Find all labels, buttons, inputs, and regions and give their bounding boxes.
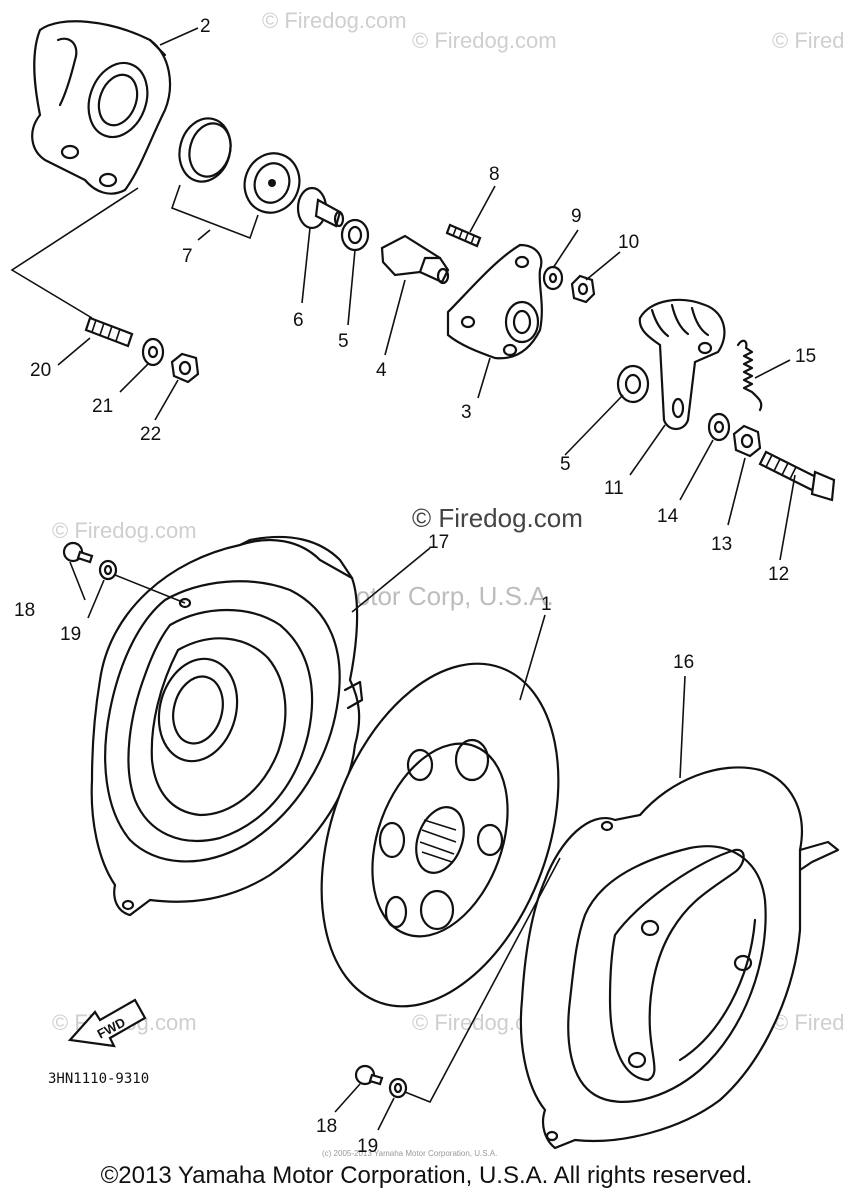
callout-13: 13 — [711, 534, 732, 555]
part-3-plate — [446, 243, 543, 360]
part-19-upper-washer — [98, 559, 118, 581]
callout-20: 20 — [30, 360, 51, 381]
part-13-nut — [732, 424, 762, 458]
part-10-nut — [570, 274, 596, 304]
watermark-mid-left: © Firedog.com — [52, 518, 197, 543]
leader-bracket-to-stud — [10, 187, 139, 319]
watermarks: © Firedog.com © Firedog.com © Fired © Fi… — [52, 8, 844, 1158]
part-5-upper-washer — [340, 218, 370, 252]
callout-8: 8 — [489, 164, 500, 185]
watermark-top-center: © Firedog.com — [412, 28, 557, 53]
part-5-lower-washer — [616, 364, 650, 404]
callout-1: 1 — [541, 594, 552, 615]
part-12-bolt — [758, 450, 836, 502]
part-19-lower-washer — [388, 1077, 408, 1099]
part-7-seal-kit — [170, 117, 301, 240]
callout-numbers: 2 7 6 5 4 8 3 9 10 15 5 11 14 13 12 20 2… — [14, 16, 816, 1157]
callout-18-lower: 18 — [316, 1116, 337, 1137]
part-15-spring — [736, 339, 763, 412]
part-18-upper-bolt — [62, 541, 94, 564]
part-8-stud — [445, 223, 482, 248]
callout-3: 3 — [461, 402, 472, 423]
part-17-cover — [90, 535, 364, 917]
callout-22: 22 — [140, 424, 161, 445]
callout-6: 6 — [293, 310, 304, 331]
callout-5-upper: 5 — [338, 331, 349, 352]
callout-12: 12 — [768, 564, 789, 585]
callout-5-lower: 5 — [560, 454, 571, 475]
callout-9: 9 — [571, 206, 582, 227]
part-14-washer — [707, 412, 731, 442]
callout-11: 11 — [604, 478, 624, 499]
callout-10: 10 — [618, 232, 639, 253]
part-4-cam — [380, 234, 450, 285]
part-18-lower-bolt — [354, 1064, 384, 1086]
part-20-stud — [84, 316, 134, 348]
part-2-bracket — [31, 20, 172, 195]
callout-15: 15 — [795, 346, 816, 367]
callout-19-upper: 19 — [60, 624, 81, 645]
watermark-tiny-notice: (c) 2005-2013 Yamaha Motor Corporation, … — [322, 1149, 497, 1158]
leader-lower-bolt — [404, 857, 561, 1104]
callout-19-lower: 19 — [357, 1136, 378, 1157]
callout-7: 7 — [182, 246, 193, 267]
part-1-disc — [320, 662, 560, 1008]
callout-17: 17 — [428, 532, 449, 553]
callout-leaders — [57, 27, 796, 1131]
callout-14: 14 — [657, 506, 679, 527]
callout-4: 4 — [376, 360, 387, 381]
part-6-shaft — [296, 186, 345, 230]
watermark-mid-center: © Firedog.com — [412, 503, 583, 533]
callout-18-upper: 18 — [14, 600, 35, 621]
part-22-nut — [170, 352, 200, 384]
watermark-top-left: © Firedog.com — [262, 8, 407, 33]
callout-21: 21 — [92, 396, 113, 417]
watermark-bottom-right: © Fired — [772, 1010, 844, 1035]
copyright-notice: ©2013 Yamaha Motor Corporation, U.S.A. A… — [100, 1162, 753, 1189]
watermark-top-right: © Fired — [772, 28, 844, 53]
callout-16: 16 — [673, 652, 694, 673]
part-21-washer — [141, 337, 165, 367]
part-9-washer — [542, 265, 564, 291]
callout-2: 2 — [200, 16, 211, 37]
part-16-backplate — [519, 766, 840, 1150]
leader-upper-bolt — [114, 574, 186, 604]
diagram-part-number: 3HN1110-9310 — [48, 1071, 149, 1087]
part-11-arm — [638, 298, 726, 431]
